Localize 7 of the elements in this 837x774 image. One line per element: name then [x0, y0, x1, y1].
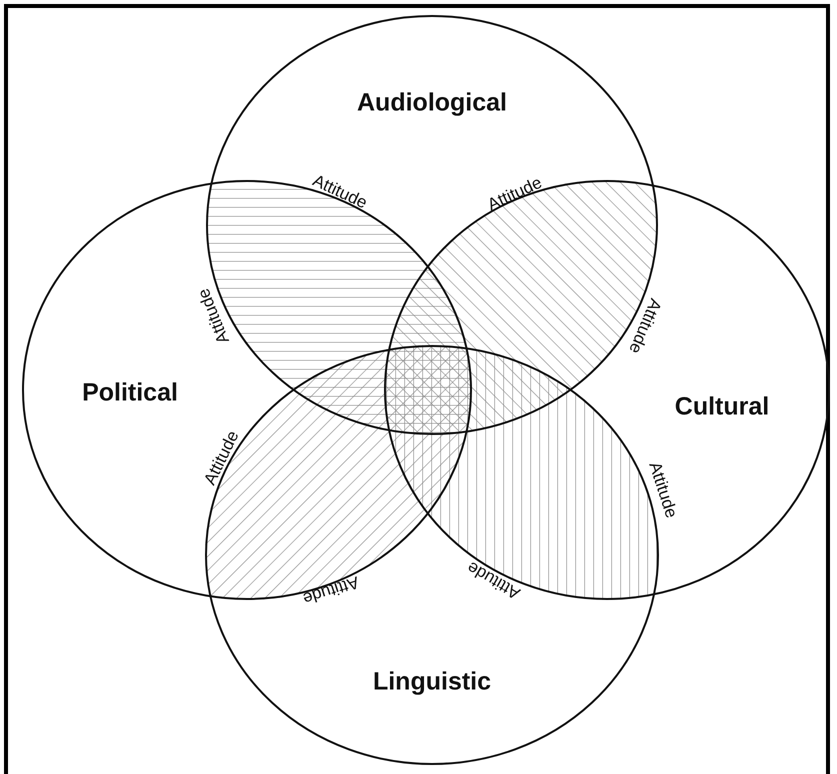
arc-label: Attitude [300, 572, 362, 608]
circle-label: Cultural [674, 392, 770, 422]
venn-circle [384, 180, 830, 600]
circle-label: Linguistic [372, 668, 492, 696]
circle-label: Political [82, 378, 178, 408]
circle-label: Audiological [357, 88, 507, 118]
arc-label: Attitude [644, 460, 682, 520]
